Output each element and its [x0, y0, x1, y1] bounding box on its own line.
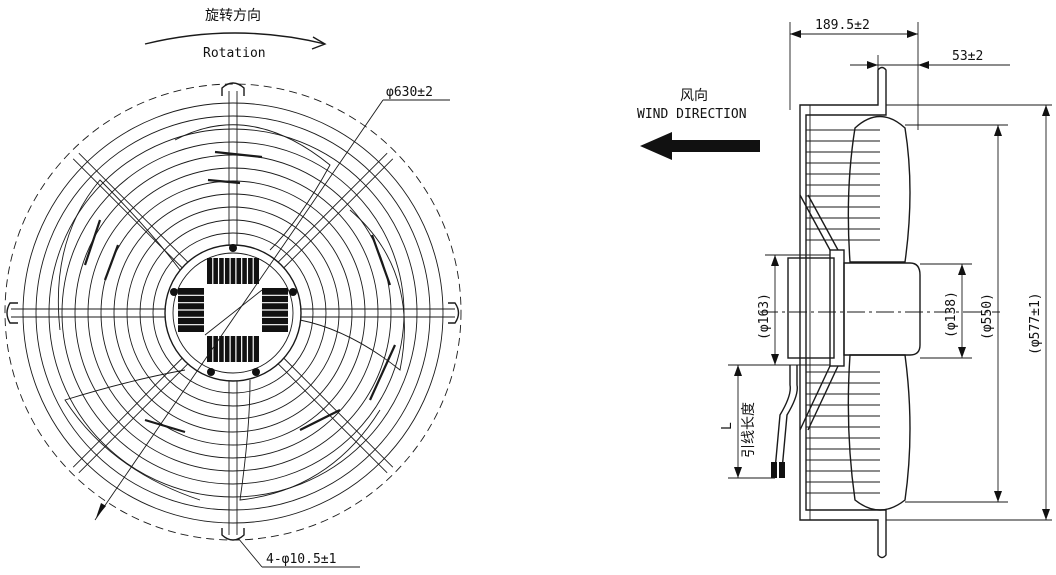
mount-holes-label: 4-φ10.5±1 — [266, 552, 336, 567]
guard-ring — [87, 167, 379, 459]
motor-flange — [829, 249, 845, 367]
lead-cn-label: 引线长度 — [741, 402, 757, 458]
guard-spokes — [11, 91, 455, 535]
hub-bolt — [229, 244, 237, 252]
slot-mark — [299, 409, 341, 431]
dim-arrow — [771, 255, 779, 266]
guard-spoke — [78, 363, 189, 474]
guard-rings — [22, 102, 444, 524]
rotation-arrowhead — [311, 36, 327, 50]
depth-label: 189.5±2 — [815, 18, 870, 33]
motor-body — [787, 257, 835, 359]
wind-arrow — [640, 132, 760, 160]
guard-diameter-label: (φ577±1) — [1028, 292, 1043, 355]
side-blade-top — [847, 115, 911, 263]
guard-ring — [113, 193, 353, 433]
guard-spoke — [72, 357, 183, 468]
guard-spoke — [277, 152, 388, 263]
dim-arrow — [994, 491, 1002, 502]
bracket-top — [799, 194, 839, 251]
outer-dashed-circle — [4, 83, 462, 541]
slot-mark — [83, 219, 102, 266]
hub-inner — [172, 252, 294, 374]
blade-outline — [299, 209, 405, 371]
diameter-leader — [94, 99, 384, 521]
guard-spoke — [78, 152, 189, 263]
blade-outline — [57, 179, 181, 331]
cable-end — [779, 462, 785, 478]
slot-mark — [214, 150, 263, 159]
dim-arrow — [958, 264, 966, 275]
side-blade-bottom — [847, 354, 911, 511]
guard-spoke — [283, 357, 394, 468]
hub-bolt — [252, 368, 260, 376]
cable-lead — [774, 365, 791, 471]
dim-arrow — [1042, 509, 1050, 520]
blade-outline — [239, 379, 381, 501]
guard-ring — [152, 232, 314, 394]
slot-mark — [207, 178, 241, 185]
slot-mark — [144, 418, 186, 434]
dim-arrow — [958, 347, 966, 358]
rotation-cn-label: 旋转方向 — [205, 8, 261, 24]
hub-bolt — [207, 368, 215, 376]
outer-diameter-label: φ630±2 — [386, 85, 433, 100]
cable-end — [771, 462, 777, 478]
hub-vents — [178, 258, 288, 362]
guard-spoke — [277, 363, 388, 474]
guard-frame — [799, 66, 887, 559]
hub-bolt — [170, 288, 178, 296]
guard-ring — [100, 180, 366, 446]
dim-arrow — [918, 61, 929, 69]
guard-ring — [48, 128, 418, 498]
motor-rotor — [843, 262, 921, 356]
vent-block — [207, 336, 259, 362]
foot-bottom — [221, 528, 245, 541]
front-view: 旋转方向 Rotation — [4, 8, 462, 568]
dim-arrow — [907, 30, 918, 38]
hub-centerline — [204, 289, 263, 336]
wind-cn-label: 风向 — [680, 88, 708, 104]
guard-spoke — [283, 158, 394, 269]
guard-ring — [22, 102, 444, 524]
flange-label: 53±2 — [952, 49, 983, 64]
dim-arrow — [867, 61, 878, 69]
dim-arrow — [1042, 105, 1050, 116]
hub-bolt — [289, 288, 297, 296]
rotation-arrow — [144, 32, 326, 45]
blade-outline — [174, 124, 331, 251]
holes-leader — [237, 537, 263, 568]
guard-ring — [35, 115, 431, 511]
guard-ring — [139, 219, 327, 407]
lead-label: L — [720, 422, 735, 430]
leader-arrow — [96, 503, 106, 518]
bracket-bottom — [799, 365, 839, 431]
dim-arrow — [734, 467, 742, 478]
side-guard-wires — [806, 129, 880, 494]
side-view: 风向 WIND DIRECTION 189.5±2 53±2 — [637, 18, 1052, 559]
foot-left — [6, 302, 18, 324]
foot-top — [221, 82, 245, 96]
slot-mark — [103, 244, 120, 281]
dim-arrow — [771, 354, 779, 365]
mounting-feet — [6, 82, 460, 541]
foot-right — [448, 302, 460, 324]
blade-diameter-label: (φ550) — [980, 293, 995, 340]
blade-outline — [64, 369, 201, 501]
cable-lead — [781, 365, 798, 471]
hub-diameter-label: (φ163) — [757, 293, 772, 340]
wind-en-label: WIND DIRECTION — [637, 107, 747, 122]
slot-mark — [368, 344, 397, 401]
rotation-en-label: Rotation — [203, 46, 266, 61]
slot-mark — [370, 234, 392, 286]
dim-arrow — [790, 30, 801, 38]
guard-slots — [83, 150, 397, 434]
dim-arrow — [994, 125, 1002, 136]
dim-arrow — [734, 365, 742, 376]
vent-block — [207, 258, 259, 284]
fan-blades — [57, 124, 405, 501]
guard-ring — [126, 206, 340, 420]
motor-diameter-label: (φ138) — [944, 291, 959, 338]
